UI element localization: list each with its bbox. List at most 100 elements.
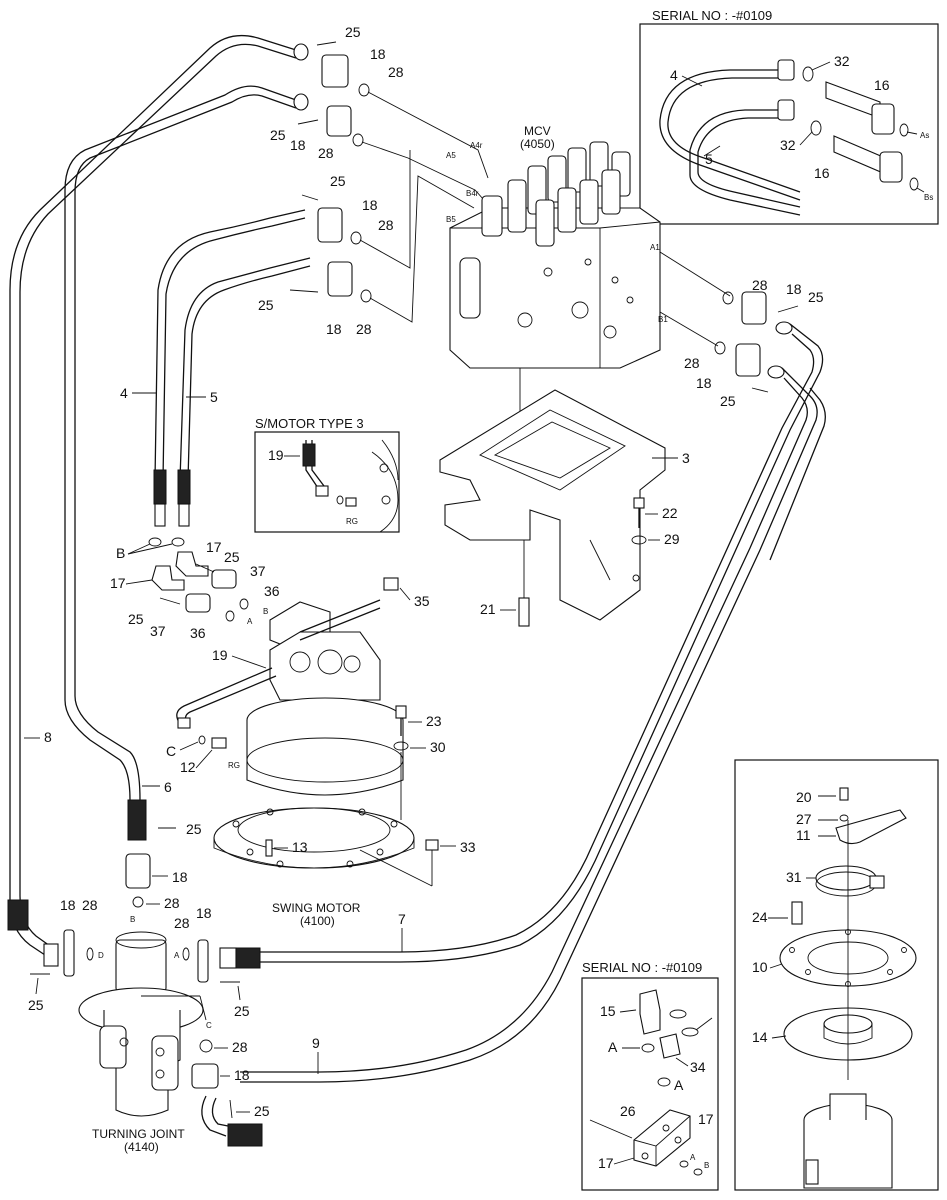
- hose-4-nut: [154, 503, 166, 527]
- callout-10: 10: [752, 959, 768, 975]
- hose6-fitting: [293, 93, 309, 111]
- port-b-sm: B: [263, 607, 268, 616]
- callout-25i: 25: [186, 821, 202, 837]
- port-b-tj: B: [130, 915, 135, 924]
- turning-joint-lug-right: [151, 1035, 179, 1091]
- callout-25k: 25: [234, 1003, 250, 1019]
- hose-6-inner: [74, 94, 297, 801]
- hose-7-nut: [219, 947, 237, 969]
- bracket-body: [439, 389, 666, 621]
- callout-18i: 18: [196, 905, 212, 921]
- line-a4r: [367, 91, 489, 179]
- bolt-21: [518, 597, 530, 627]
- port-b4r: B4r: [466, 189, 479, 198]
- callout-19-inset: 19: [268, 447, 284, 463]
- block-17: [633, 1109, 691, 1167]
- plate-11: [835, 809, 907, 845]
- oring-32a: [802, 66, 814, 82]
- bolt-33: [425, 839, 439, 851]
- flange-18e: [741, 291, 767, 325]
- washer-27: [839, 814, 849, 822]
- bolt-25g: [195, 563, 215, 573]
- hose-7-outer: [260, 323, 824, 963]
- flange-16b: [879, 151, 903, 183]
- inset-pipe-5b: [697, 117, 801, 208]
- hose-4-crimp: [153, 469, 167, 505]
- callout-11: 11: [796, 827, 811, 843]
- bracket-3: 3 22 29 21: [439, 389, 690, 627]
- mcv-label: MCV: [524, 124, 551, 138]
- callout-13: 13: [292, 839, 308, 855]
- flange-37b: [185, 593, 211, 613]
- turning-joint-lug-left: [99, 1025, 127, 1069]
- callout-21: 21: [480, 601, 496, 617]
- swing-motor-code: (4100): [300, 914, 335, 928]
- callout-28b: 28: [318, 145, 334, 161]
- bolt-25e: [777, 305, 799, 313]
- flange-18i: [197, 939, 209, 983]
- callout-22: 22: [662, 505, 678, 521]
- hose-5-crimp: [177, 469, 191, 505]
- bolt-25h: [159, 597, 181, 605]
- callout-24: 24: [752, 909, 768, 925]
- oring-28c: [350, 231, 362, 245]
- turning-joint-code: (4140): [124, 1140, 159, 1154]
- oring-36a: [239, 598, 249, 610]
- port-c-tj: C: [206, 1021, 212, 1030]
- callout-28a: 28: [388, 64, 404, 80]
- callout-25b: 25: [270, 127, 286, 143]
- flange-18g: [125, 853, 151, 889]
- swing-motor-label: SWING MOTOR: [272, 901, 361, 915]
- callout-7: 7: [398, 911, 406, 927]
- callout-17b-inset: 17: [598, 1155, 614, 1171]
- callout-28j: 28: [232, 1039, 248, 1055]
- serial-top-inset: SERIAL NO : -#0109 4 5 32 32 16 16 As Bs: [639, 8, 939, 225]
- pin-13: [265, 839, 273, 857]
- flange-16a: [871, 103, 895, 135]
- callout-37a: 37: [250, 563, 266, 579]
- bolt-20: [839, 787, 849, 801]
- callout-8: 8: [44, 729, 52, 745]
- hose-9-inner: [240, 377, 808, 1073]
- line-b5: [369, 175, 475, 323]
- oring-28h: [86, 947, 94, 961]
- port-as: As: [920, 131, 929, 140]
- callout-a2: A: [674, 1077, 684, 1093]
- oring-28i: [182, 947, 190, 961]
- callout-28i: 28: [174, 915, 190, 931]
- washer-29: [631, 535, 647, 545]
- hose-6-crimp: [127, 799, 147, 841]
- callout-18h: 18: [60, 897, 76, 913]
- elbow-34: [659, 1033, 681, 1059]
- bolt-24: [791, 901, 803, 925]
- hose-5-nut: [178, 503, 190, 527]
- callout-25h: 25: [128, 611, 144, 627]
- callout-25j: 25: [28, 997, 44, 1013]
- mcv-spools: [481, 141, 631, 247]
- callout-28c: 28: [378, 217, 394, 233]
- swing-motor-head: [269, 631, 381, 701]
- callout-4-main: 4: [120, 385, 128, 401]
- bolt-26: [589, 1119, 633, 1139]
- serial-bottom-title: SERIAL NO : -#0109: [582, 960, 702, 975]
- smotor-inset: S/MOTOR TYPE 3 19 RG: [254, 416, 400, 533]
- callout-27: 27: [796, 811, 812, 827]
- oring-28g: [132, 896, 144, 908]
- turning-joint-label: TURNING JOINT: [92, 1127, 185, 1141]
- hose-8-crimp: [7, 899, 29, 931]
- callout-17a-inset: 17: [698, 1111, 714, 1127]
- inset-pipe-4b: [667, 77, 801, 193]
- bolt-25l: [229, 1099, 233, 1119]
- callout-28g: 28: [164, 895, 180, 911]
- port-a5: A5: [446, 151, 456, 160]
- port-a-tj: A: [174, 951, 180, 960]
- inset-fitting-a: [777, 59, 795, 81]
- line-b4r: [359, 150, 411, 269]
- elbow-15: [639, 989, 661, 1035]
- callout-25c: 25: [330, 173, 346, 189]
- callout-15: 15: [600, 1003, 616, 1019]
- flange-37a: [211, 569, 237, 589]
- hose-4-inner: [162, 217, 306, 481]
- callout-29: 29: [664, 531, 680, 547]
- hose-5-inner: [187, 265, 311, 481]
